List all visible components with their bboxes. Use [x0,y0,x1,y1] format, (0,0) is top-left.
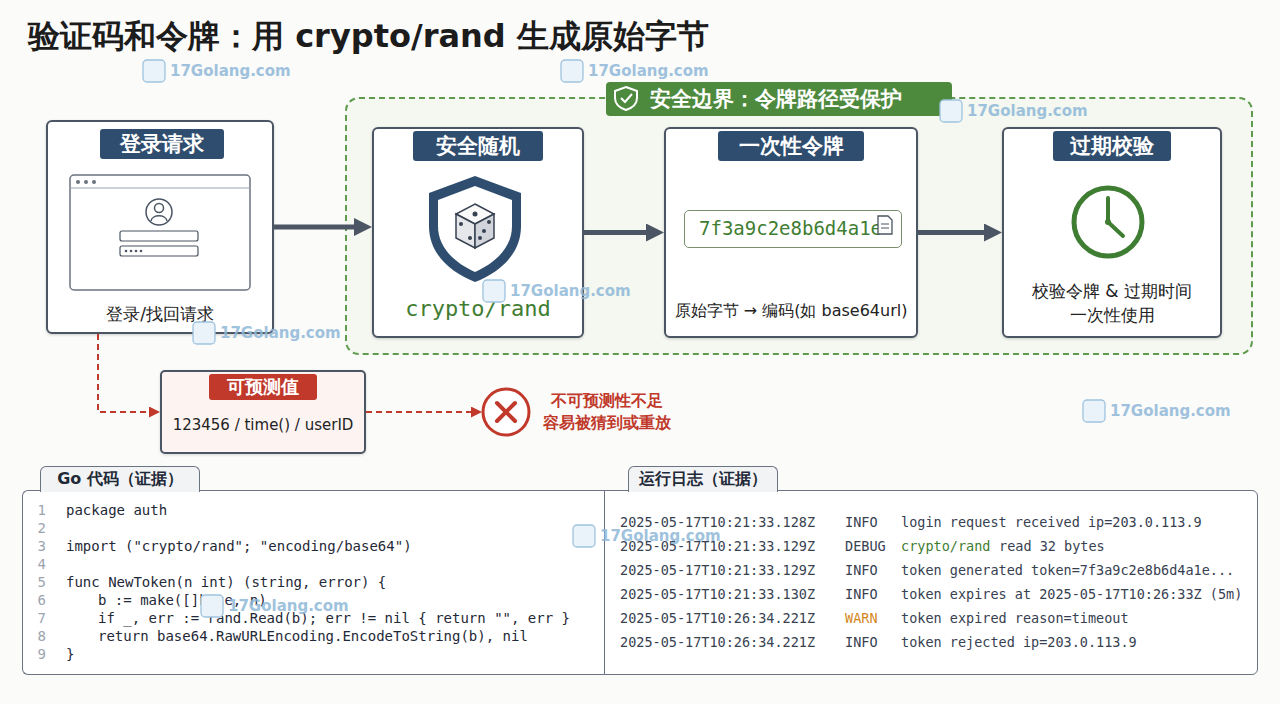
watermark-logo [561,60,583,82]
line-number: 3 [28,537,46,555]
line-number: 8 [28,627,46,645]
watermark: 17Golang.com [220,323,341,343]
warning-text: 不可预测性不足 容易被猜到或重放 [542,390,672,434]
box-heading: 登录请求 [100,129,224,159]
example-values: 123456 / time() / userID [162,414,364,436]
watermark-logo [1083,400,1105,422]
log-timestamp: 2025-05-17T10:21:33.130Z [620,585,815,603]
line-number: 9 [28,645,46,663]
log-timestamp: 2025-05-17T10:26:34.221Z [620,633,815,651]
error-cross [497,403,515,421]
box-heading: 一次性令牌 [718,131,864,161]
line-number: 7 [28,609,46,627]
watermark: 17Golang.com [170,61,291,81]
box-caption: 原始字节 → 编码(如 base64url) [666,299,916,323]
error-cross [497,403,515,421]
log-timestamp: 2025-05-17T10:21:33.129Z [620,561,815,579]
login-box: 登录请求登录登录/找回请求 [46,120,274,334]
code-line: func NewToken(n int) (string, error) { [66,573,386,591]
line-number: 6 [28,591,46,609]
log-message: token expired reason=timeout [901,609,1129,627]
box-caption: 校验令牌 & 过期时间 一次性使用 [1027,279,1197,327]
token-value: 7f3a9c2e8b6d4a1e [699,216,882,240]
watermark: 17Golang.com [228,596,349,616]
random-box: 安全随机crypto/rand [372,127,584,338]
code-line: return base64.RawURLEncoding.EncodeToStr… [98,627,528,645]
log-level: INFO [845,633,878,651]
log-level: INFO [845,561,878,579]
watermark-logo [143,60,165,82]
token-box: 一次性令牌原始字节 → 编码(如 base64url) 7f3a9c2e8b6d4… [664,127,918,338]
code-line: } [66,645,74,663]
flow-arrow [274,225,354,230]
log-panel: 运行日志（证据）2025-05-17T10:21:33.128ZINFOlogi… [604,490,1258,675]
log-message: read 32 bytes [999,537,1105,555]
dashed-arrow [366,411,471,413]
error-circle [483,389,529,435]
panel-tab: 运行日志（证据） [628,466,778,492]
log-message: login request received ip=203.0.113.9 [901,513,1202,531]
expiry-box: 过期校验校验令牌 & 过期时间 一次性使用 [1002,127,1222,338]
watermark: 17Golang.com [588,61,709,81]
code-panel: Go 代码（证据）package authimport ("crypto/ran… [22,490,605,675]
line-number: 1 [28,501,46,519]
box-heading: 过期校验 [1053,131,1171,161]
box-caption: 登录/找回请求 [48,302,272,326]
log-message: token expires at 2025-05-17T10:26:33Z (5… [901,585,1242,603]
watermark: 17Golang.com [600,526,721,546]
log-level: DEBUG [845,537,886,555]
log-message: crypto/rand [901,537,990,555]
dashed-arrow [98,334,149,412]
diagram-title: 验证码和令牌：用 crypto/rand 生成原始字节 [28,14,709,58]
login-button-text: 登录 [122,264,200,279]
predictable-box: 可预测值 123456 / time() / userID [160,370,366,454]
log-level: WARN [845,609,878,627]
code-line: import ("crypto/rand"; "encoding/base64"… [66,537,412,555]
log-message: token rejected ip=203.0.113.9 [901,633,1137,651]
log-level: INFO [845,585,878,603]
box-heading: 可预测值 [209,374,317,400]
watermark: 17Golang.com [1110,401,1231,421]
code-line: package auth [66,501,167,519]
line-number: 4 [28,555,46,573]
box-heading: 安全随机 [413,131,543,161]
band-heading: 安全边界：令牌路径受保护 [606,82,952,116]
panel-tab: Go 代码（证据） [40,466,200,492]
security-band: 安全边界：令牌路径受保护安全随机crypto/rand一次性令牌原始字节 → 编… [345,97,1253,355]
watermark: 17Golang.com [967,101,1088,121]
warning-note: 不可预测性不足 容易被猜到或重放 [482,388,702,436]
log-level: INFO [845,513,878,531]
log-message: token generated token=7f3a9c2e8b6d4a1e..… [901,561,1234,579]
log-timestamp: 2025-05-17T10:26:34.221Z [620,609,815,627]
token-pill: 7f3a9c2e8b6d4a1e [684,210,902,248]
watermark: 17Golang.com [510,281,631,301]
line-number: 5 [28,573,46,591]
line-number: 2 [28,519,46,537]
error-icon [483,389,529,435]
